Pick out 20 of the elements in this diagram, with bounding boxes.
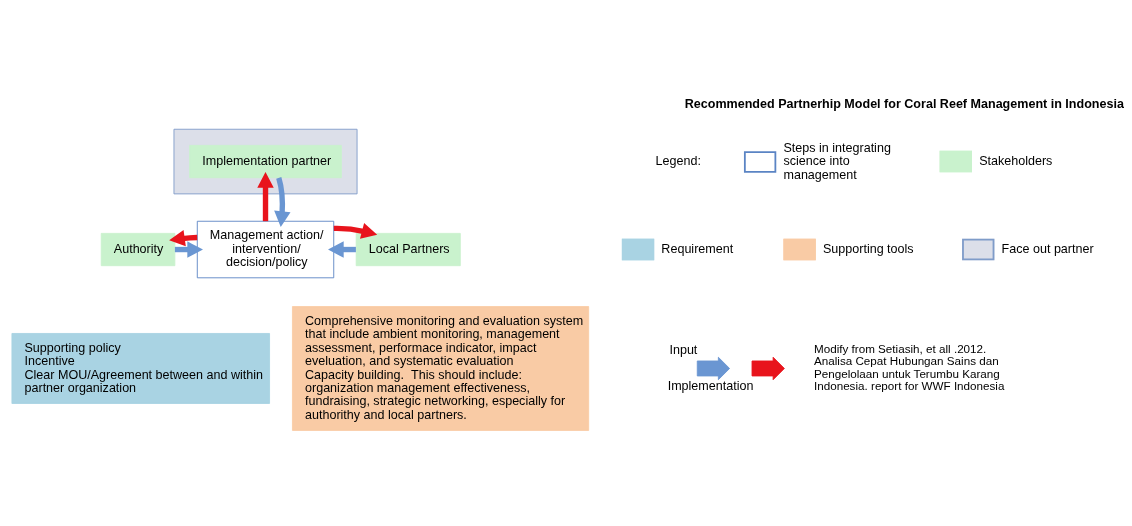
node-box: Implementation partner (189, 144, 342, 179)
legend-label: Steps in integrating science into management (783, 140, 891, 182)
legend-label: Stakeholders (979, 153, 1053, 168)
legend-label: Supporting tools (822, 241, 914, 256)
legend-label: Face out partner (1001, 241, 1094, 256)
node-box: Management action/ intervention/ decision/policy (196, 220, 335, 279)
node-box: Local Partners (355, 232, 461, 267)
label: Legend: (655, 153, 701, 168)
node-box: Supporting policy Incentive Clear MOU/Agreement between and within partner organization (11, 333, 270, 404)
arrow (274, 177, 291, 227)
legend-label: Implementation (667, 378, 754, 393)
arrow (257, 172, 274, 222)
legend-label: Requirement (661, 241, 734, 256)
label: Modify from Setiasih, et all .2012. Analisa Cepat Hubungan Sains dan Pengelolaan untuk Terumbu Karang Indonesia. report for WWF Indonesia (813, 341, 1005, 393)
node-box: Authority (100, 232, 176, 267)
legend-label: Input (669, 342, 698, 357)
arrow (333, 222, 378, 239)
diagram-title: Recommended Partnerhip Model for Coral Reef Management in Indonesia (684, 97, 1124, 112)
node-box: Comprehensive monitoring and evaluation system that include ambient monitoring, management assessment, performace indicator, impact eveluation, and systematic evaluation Capacity building. This should include: organization management effectiveness, fundraising, strategic networking, especially for authorithy and local partners. (292, 306, 590, 431)
cluster (173, 128, 358, 195)
